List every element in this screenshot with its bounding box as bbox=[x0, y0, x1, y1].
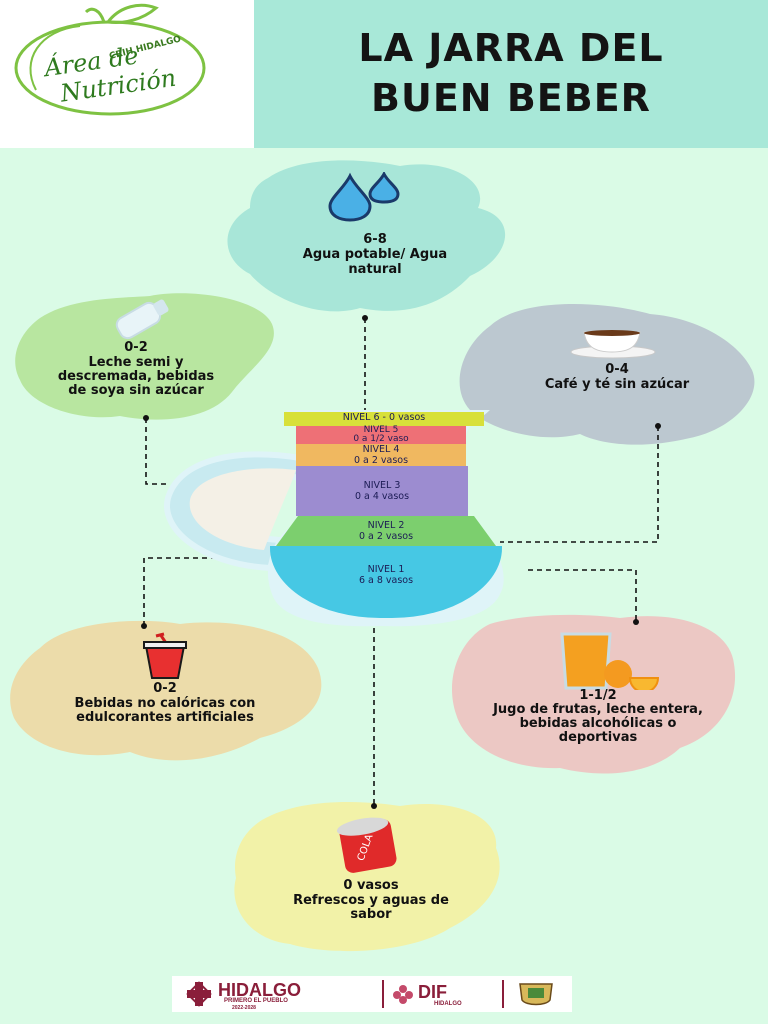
logo-panel: CRIH HIDALGO Área de Nutrición bbox=[0, 0, 254, 148]
footer-divider-2 bbox=[502, 980, 504, 1008]
coffee-cup-icon bbox=[570, 330, 656, 359]
milk-bottle-icon bbox=[115, 299, 169, 340]
jugo-text-1: Jugo de frutas, leche entera, bbox=[493, 702, 703, 717]
jar-level-3-sub: 0 a 4 vasos bbox=[354, 491, 410, 502]
cafe-text-1: Café y té sin azúcar bbox=[544, 377, 690, 392]
juice-glass-icon bbox=[560, 632, 660, 690]
jar-level-2-sub: 0 a 2 vasos bbox=[358, 531, 414, 542]
jugo-blob bbox=[451, 614, 736, 774]
jugo-text-3: deportivas bbox=[558, 730, 638, 745]
page-title-line2: BUEN BEBER bbox=[371, 76, 651, 120]
crest-icon bbox=[519, 983, 553, 1006]
jar-level-3: NIVEL 3 0 a 4 vasos bbox=[296, 466, 468, 516]
jar-level-4: NIVEL 4 0 a 2 vasos bbox=[296, 444, 466, 466]
jar-level-3-label: NIVEL 3 bbox=[363, 480, 401, 491]
no-caloricas-text-1: Bebidas no calóricas con bbox=[74, 696, 256, 711]
footer-dif: DIF bbox=[418, 982, 447, 1002]
page-title-line1: LA JARRA DEL bbox=[358, 26, 664, 70]
footer-dif-sub: HIDALGO bbox=[434, 1001, 462, 1007]
leche-amount: 0-2 bbox=[124, 340, 148, 355]
no-caloricas-blob bbox=[10, 620, 322, 761]
leche-text-3: de soya sin azúcar bbox=[68, 383, 204, 398]
jugo-amount: 1-1/2 bbox=[579, 688, 617, 703]
jar-level-5: NIVEL 5 0 a 1/2 vaso bbox=[296, 426, 466, 444]
jar-level-4-label: NIVEL 4 bbox=[362, 444, 400, 455]
title-panel bbox=[254, 0, 768, 148]
dif-flower-icon bbox=[393, 985, 413, 1004]
jar-level-1-sub: 6 a 8 vasos bbox=[358, 575, 414, 586]
jar-level-5-label: NIVEL 5 bbox=[363, 425, 399, 435]
footer-hidalgo: HIDALGO bbox=[218, 980, 301, 1000]
refrescos-amount: 0 vasos bbox=[343, 878, 399, 893]
leche-text-1: Leche semi y bbox=[88, 355, 184, 370]
soda-cup-icon bbox=[143, 632, 187, 679]
jar-level-4-sub: 0 a 2 vasos bbox=[353, 455, 409, 466]
leche-text-2: descremada, bebidas bbox=[57, 369, 215, 384]
footer-hidalgo-years: 2022-2028 bbox=[232, 1005, 256, 1011]
cafe-blob bbox=[459, 304, 755, 445]
no-caloricas-amount: 0-2 bbox=[153, 681, 177, 696]
agua-blob bbox=[227, 160, 506, 312]
jar-level-6-label: NIVEL 6 - 0 vasos bbox=[342, 412, 426, 423]
footer-logos: HIDALGO PRIMERO EL PUEBLO 2022-2028 DIF … bbox=[172, 976, 572, 1012]
cola-can-icon: COLA bbox=[336, 817, 397, 873]
agua-amount: 6-8 bbox=[363, 232, 387, 247]
refrescos-blob bbox=[234, 801, 500, 952]
refrescos-text-1: Refrescos y aguas de bbox=[293, 893, 449, 908]
cafe-amount: 0-4 bbox=[605, 362, 629, 377]
jar-level-5-sub: 0 a 1/2 vaso bbox=[353, 434, 409, 444]
agua-text-1: Agua potable/ Agua bbox=[302, 247, 448, 262]
agua-text-2: natural bbox=[348, 262, 402, 277]
jar-level-2-label: NIVEL 2 bbox=[367, 520, 405, 531]
connector-dots bbox=[141, 315, 661, 809]
hidalgo-flower-icon bbox=[186, 981, 212, 1007]
jar-level-1-label: NIVEL 1 bbox=[367, 564, 405, 575]
footer-hidalgo-sub: PRIMERO EL PUEBLO bbox=[224, 998, 288, 1004]
refrescos-text-2: sabor bbox=[350, 907, 392, 922]
jugo-text-2: bebidas alcohólicas o bbox=[519, 716, 677, 731]
connector-lines bbox=[143, 318, 659, 806]
footer-divider bbox=[382, 980, 384, 1008]
leche-blob bbox=[15, 293, 274, 420]
apple-logo-icon bbox=[14, 3, 206, 116]
no-caloricas-text-2: edulcorantes artificiales bbox=[76, 710, 254, 725]
jar-level-2: NIVEL 2 0 a 2 vasos bbox=[276, 516, 496, 546]
water-drops-icon bbox=[328, 172, 400, 222]
jar-level-6: NIVEL 6 - 0 vasos bbox=[284, 412, 484, 426]
